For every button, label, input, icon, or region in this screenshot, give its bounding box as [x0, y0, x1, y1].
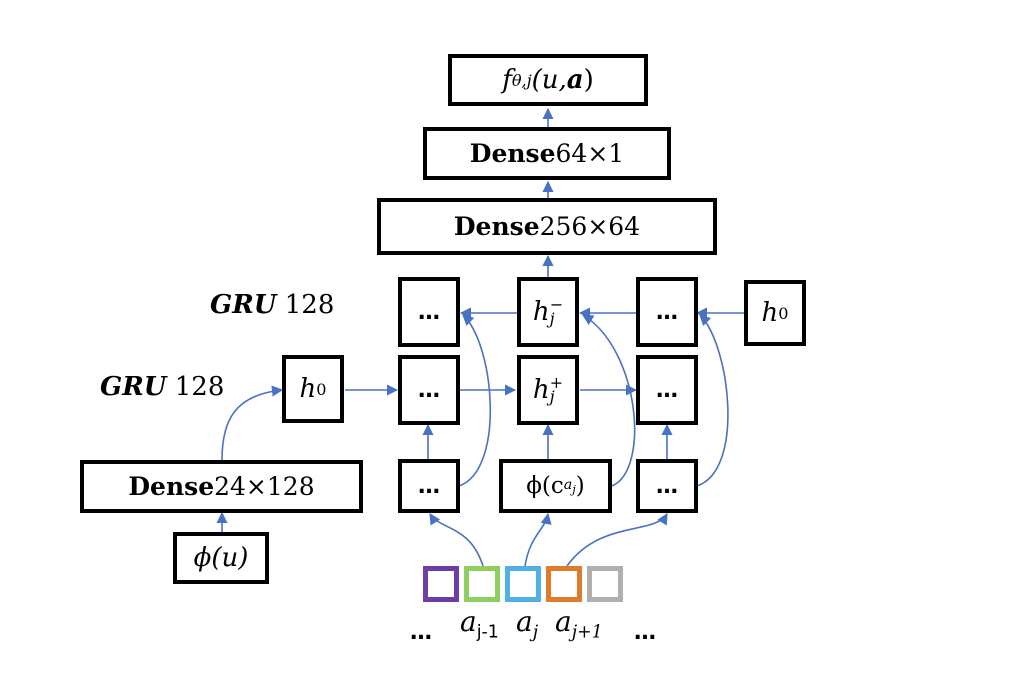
gru-bottom-left-cell: …: [398, 355, 460, 425]
arrow-dense24-to-h0: [221, 385, 284, 461]
dense-24x128-dims: 24×128: [214, 472, 315, 501]
gru-top-left-cell: …: [398, 277, 460, 347]
gru-top-units: 128: [276, 290, 335, 320]
output-close: ): [583, 65, 594, 95]
a-jp1-sub: j+1: [571, 622, 603, 643]
dense-24x128-node: Dense 24×128: [80, 460, 363, 513]
h0-left-sup: 0: [316, 379, 327, 399]
sequence-token-4: [546, 566, 582, 602]
ellipsis: …: [656, 473, 678, 499]
sequence-token-5: [587, 566, 623, 602]
gru-top-label: GRU 128: [210, 290, 334, 320]
arrow-emb-right-to-top: [696, 314, 729, 487]
gru-top-bold: GRU: [210, 290, 277, 320]
sequence-token-1: [423, 566, 459, 602]
h-minus-base: h: [532, 297, 550, 327]
gru-bottom-right-cell: …: [636, 355, 698, 425]
phi-c-text: ϕ(c: [526, 473, 564, 499]
arrow-seq-to-phic: [524, 512, 552, 567]
dense-64x1-bold: Dense: [469, 139, 556, 168]
h-minus-sup: −: [549, 294, 564, 314]
arrow-phic-to-top: [582, 314, 636, 487]
ellipsis: …: [656, 377, 678, 403]
a-j-sub: j: [532, 622, 539, 643]
h-plus-sub: j: [549, 387, 555, 406]
a-j-base: a: [516, 605, 533, 638]
arrow-seq-to-emb-left: [429, 513, 484, 567]
dense-256x64-dims: 256×64: [539, 212, 641, 241]
h-minus-node: h−j: [517, 277, 579, 347]
h0-right-base: h: [761, 298, 779, 328]
gru-bottom-bold: GRU: [100, 372, 167, 402]
h-plus-base: h: [532, 375, 550, 405]
dense-24x128-bold: Dense: [128, 472, 215, 501]
phi-c-sub: a: [563, 476, 573, 493]
output-args: (u,: [531, 65, 567, 95]
dense-256x64-node: Dense 256×64: [377, 198, 717, 255]
ellipsis: …: [418, 377, 440, 403]
a-jm1-sub: j-1: [476, 622, 499, 643]
h0-left-base: h: [299, 374, 317, 404]
a-jm1-base: a: [460, 605, 477, 638]
dense-64x1-node: Dense 64×1: [423, 127, 671, 180]
sequence-label-a-jp1: aj+1: [555, 605, 603, 643]
h-plus-node: h+j: [517, 355, 579, 425]
ellipsis: …: [656, 299, 678, 325]
sequence-label-a-jm1: aj-1: [460, 605, 499, 643]
gru-bottom-units: 128: [166, 372, 225, 402]
sequence-token-2: [464, 566, 500, 602]
ellipsis: …: [418, 299, 440, 325]
sequence-label-a-j: aj: [516, 605, 538, 643]
dense-256x64-bold: Dense: [453, 212, 540, 241]
h-plus-sup: +: [549, 372, 564, 392]
phi-c-subsub: j: [572, 481, 576, 496]
gru-top-right-cell: …: [636, 277, 698, 347]
phi-c-close: ): [575, 473, 585, 499]
h-minus-sub: j: [549, 309, 555, 328]
embedding-left-cell: …: [398, 459, 460, 513]
a-jp1-base: a: [555, 605, 572, 638]
dense-64x1-dims: 64×1: [555, 139, 625, 168]
output-func-label: f: [502, 65, 512, 95]
gru-bottom-label: GRU 128: [100, 372, 224, 402]
output-func-sub: θ,j: [511, 70, 532, 90]
arrow-emb-left-to-top: [458, 314, 492, 487]
output-bold-arg: a: [566, 65, 584, 95]
phi-u-node: ϕ(u): [173, 532, 269, 584]
sequence-token-3: [505, 566, 541, 602]
h0-right-sup: 0: [778, 303, 789, 323]
sequence-right-ellipsis: …: [634, 620, 656, 645]
embedding-right-cell: …: [636, 459, 698, 513]
ellipsis: …: [418, 473, 440, 499]
sequence-left-ellipsis: …: [410, 620, 432, 645]
arrow-seq-to-emb-right: [566, 513, 668, 567]
phi-u-label: ϕ(u): [193, 543, 249, 573]
